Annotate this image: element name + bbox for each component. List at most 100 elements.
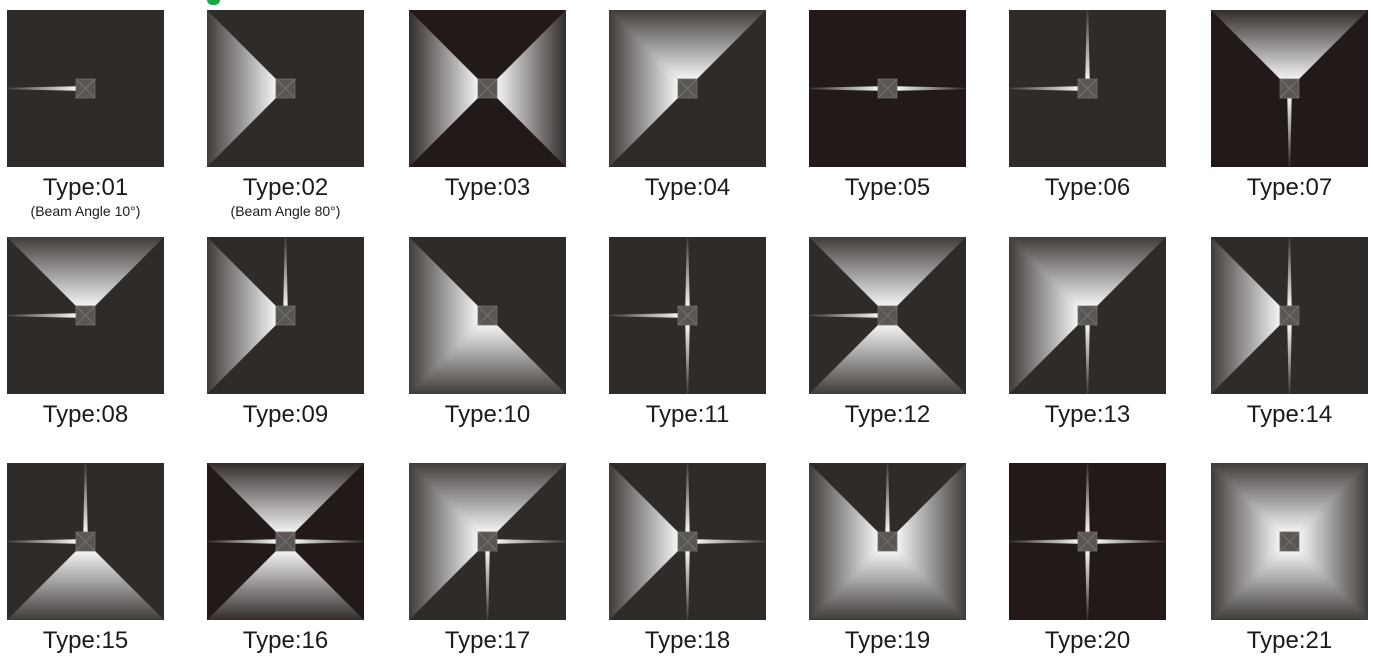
light-type-tile — [1009, 463, 1166, 620]
right-narrow-beam — [294, 539, 364, 544]
down-wide-beam — [809, 550, 966, 620]
left-wide-beam — [609, 10, 679, 167]
light-pattern-graphic — [1211, 10, 1368, 167]
right-narrow-beam — [696, 539, 766, 544]
fixture-diagonal-line — [677, 78, 698, 99]
light-pattern-graphic — [207, 237, 364, 394]
type-label: Type:20 — [1044, 627, 1131, 654]
up-narrow-beam — [1085, 10, 1090, 80]
light-type-tile — [409, 237, 566, 394]
light-pattern-graphic — [609, 463, 766, 620]
light-type-tile — [207, 10, 364, 167]
right-narrow-beam — [1096, 539, 1166, 544]
fixture-diagonal-line — [1279, 305, 1300, 326]
type-label: Type:18 — [644, 627, 731, 654]
light-pattern-graphic — [609, 237, 766, 394]
left-wide-beam — [1009, 237, 1079, 394]
type-label: Type:04 — [644, 174, 731, 201]
light-pattern-graphic — [7, 10, 164, 167]
light-pattern-graphic — [1009, 237, 1166, 394]
left-narrow-beam — [7, 86, 77, 91]
up-narrow-beam — [685, 463, 690, 533]
fixture-diagonal-line — [75, 305, 96, 326]
fixture-diagonal-line — [877, 305, 898, 326]
up-wide-beam — [809, 237, 966, 307]
up-wide-beam — [1211, 463, 1368, 533]
up-wide-beam — [609, 10, 766, 80]
left-narrow-beam — [1009, 86, 1079, 91]
fixture-diagonal-line — [275, 305, 296, 326]
up-wide-beam — [7, 237, 164, 307]
light-pattern-graphic — [1009, 10, 1166, 167]
light-pattern-graphic — [207, 10, 364, 167]
type-label: Type:06 — [1044, 174, 1131, 201]
fixture-diagonal-line — [75, 78, 96, 99]
right-wide-beam — [1298, 463, 1368, 620]
left-narrow-beam — [809, 313, 879, 318]
left-wide-beam — [409, 463, 479, 620]
up-wide-beam — [1009, 237, 1166, 307]
right-wide-beam — [896, 463, 966, 620]
type-label: Type:10 — [444, 401, 531, 428]
fixture-diagonal-line — [877, 78, 898, 99]
light-type-tile — [1211, 237, 1368, 394]
light-pattern-graphic — [1211, 463, 1368, 620]
light-type-tile — [809, 10, 966, 167]
light-type-tile — [1009, 10, 1166, 167]
light-pattern-graphic — [809, 10, 966, 167]
light-pattern-graphic — [409, 463, 566, 620]
down-narrow-beam — [1287, 324, 1292, 394]
type-label: Type:17 — [444, 627, 531, 654]
light-type-tile — [207, 237, 364, 394]
light-type-tile — [1009, 237, 1166, 394]
up-wide-beam — [409, 463, 566, 533]
left-wide-beam — [409, 237, 479, 394]
up-narrow-beam — [885, 463, 890, 533]
light-pattern-graphic — [809, 463, 966, 620]
up-narrow-beam — [1287, 237, 1292, 307]
fixture-diagonal-line — [877, 531, 898, 552]
down-wide-beam — [1211, 550, 1368, 620]
light-pattern-graphic — [207, 463, 364, 620]
type-label: Type:09 — [242, 401, 329, 428]
light-pattern-graphic — [7, 463, 164, 620]
light-type-tile — [7, 237, 164, 394]
fixture-diagonal-line — [75, 531, 96, 552]
left-narrow-beam — [1009, 539, 1079, 544]
light-type-tile — [409, 10, 566, 167]
down-narrow-beam — [485, 550, 490, 620]
up-narrow-beam — [283, 237, 288, 307]
beam-angle-note: (Beam Angle 10°) — [30, 203, 141, 219]
fixture-diagonal-line — [477, 305, 498, 326]
light-type-tile — [1211, 10, 1368, 167]
right-wide-beam — [496, 10, 566, 167]
green-corner-mark — [207, 0, 220, 5]
down-narrow-beam — [1085, 324, 1090, 394]
light-type-tile — [207, 463, 364, 620]
fixture-diagonal-line — [477, 78, 498, 99]
down-narrow-beam — [1085, 550, 1090, 620]
left-wide-beam — [1211, 463, 1281, 620]
type-label: Type:08 — [42, 401, 129, 428]
type-label: Type:19 — [844, 627, 931, 654]
down-wide-beam — [207, 550, 364, 620]
light-pattern-graphic — [409, 237, 566, 394]
type-label: Type:21 — [1246, 627, 1333, 654]
type-label: Type:01 — [42, 174, 129, 201]
light-type-tile — [409, 463, 566, 620]
fixture-diagonal-line — [1279, 531, 1300, 552]
light-pattern-graphic — [7, 237, 164, 394]
up-narrow-beam — [83, 463, 88, 533]
up-narrow-beam — [685, 237, 690, 307]
light-type-tile — [7, 10, 164, 167]
up-wide-beam — [207, 463, 364, 533]
type-label: Type:03 — [444, 174, 531, 201]
light-type-tile — [809, 463, 966, 620]
fixture-diagonal-line — [677, 531, 698, 552]
down-narrow-beam — [1287, 97, 1292, 167]
beam-angle-note: (Beam Angle 80°) — [230, 203, 341, 219]
fixture-diagonal-line — [1077, 305, 1098, 326]
left-wide-beam — [809, 463, 879, 620]
type-label: Type:13 — [1044, 401, 1131, 428]
down-narrow-beam — [685, 324, 690, 394]
